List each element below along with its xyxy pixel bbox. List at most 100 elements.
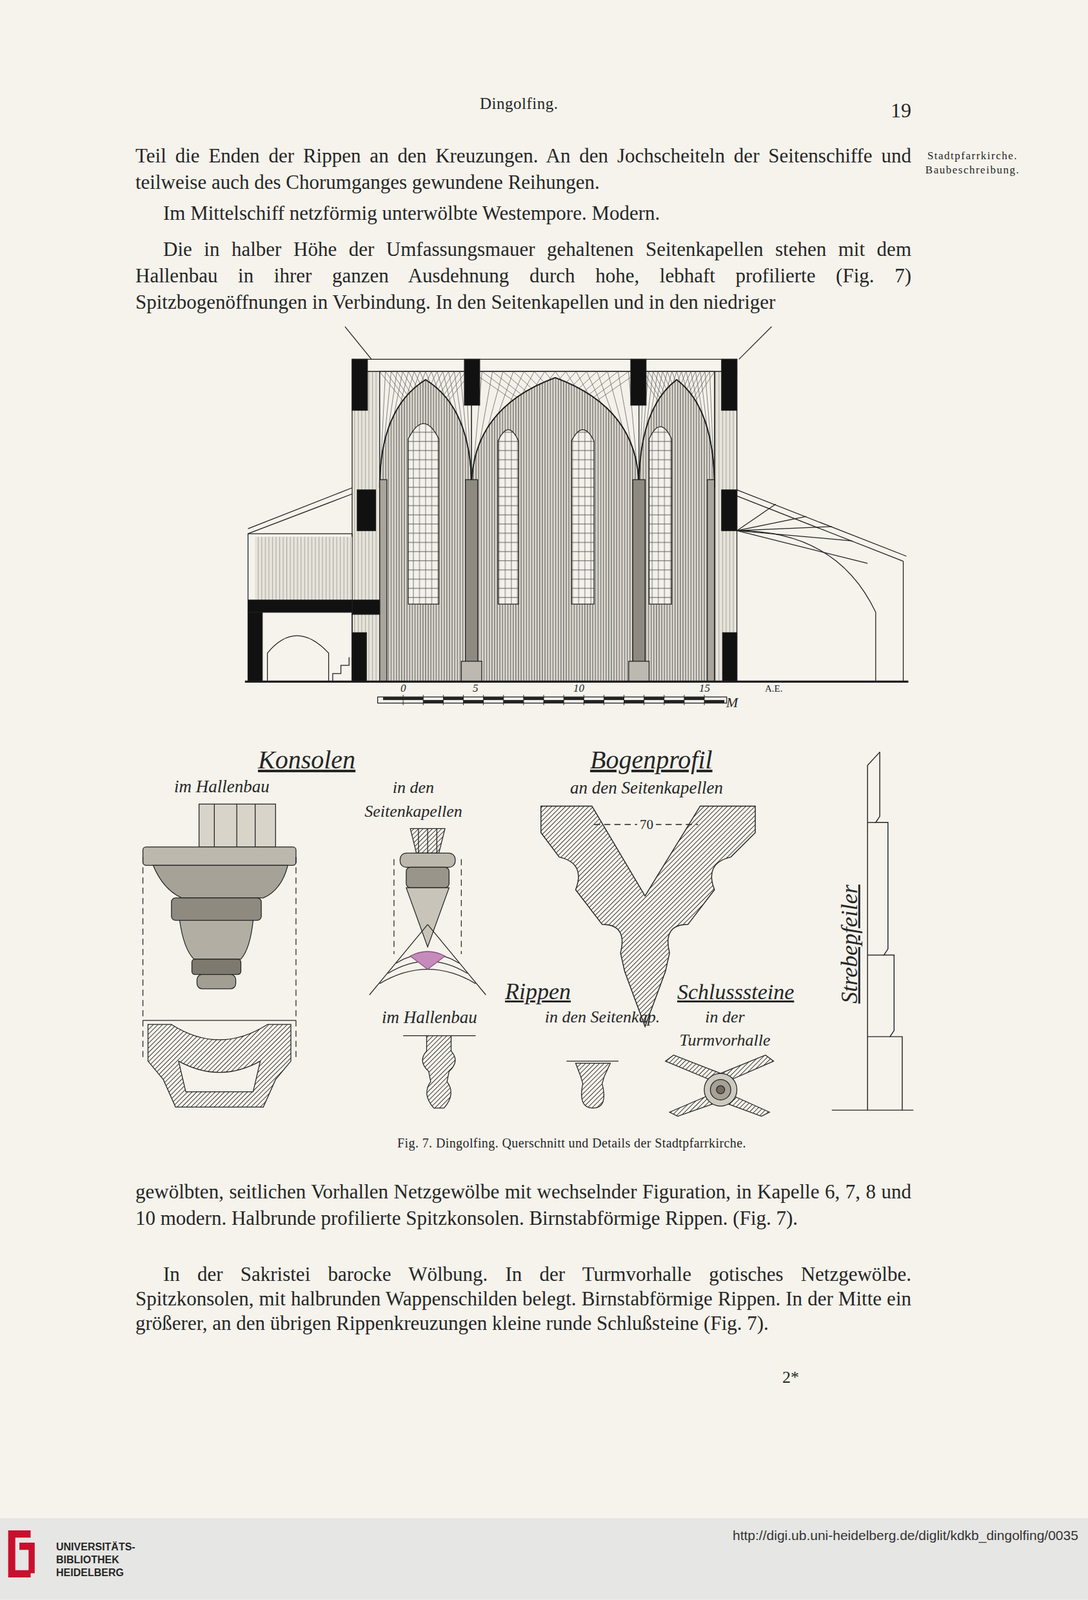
buttress-elevation-part: [867, 822, 876, 823]
corbel-hall-part: [143, 1020, 297, 1021]
scale-bar-part: [483, 697, 504, 701]
church-cross-section-part: [248, 494, 353, 535]
church-cross-section: [245, 326, 909, 706]
vault-ribs-part-part: [471, 371, 629, 488]
church-cross-section-part: [357, 490, 376, 531]
scale-bar-part: [462, 695, 464, 706]
scale-bar-part: [523, 695, 525, 706]
library-logo-part: [19, 1543, 35, 1574]
scale-bar-part: [442, 695, 444, 706]
buttress-elevation-part: [867, 1036, 891, 1038]
corbel-chapel-part: [461, 859, 462, 955]
scale-bar-part: [643, 695, 645, 706]
corbel-chapel-part: [417, 828, 419, 854]
corbel-chapel-part: [379, 969, 476, 985]
corbel-chapel-part: [399, 853, 455, 868]
buttress-elevation-part: [875, 752, 903, 1111]
corbel-chapel-part: [406, 888, 449, 948]
scale-bar-part: [443, 697, 464, 701]
church-cross-section-part: [379, 371, 715, 682]
scale-bar-part: [644, 697, 665, 701]
vault-ribs-part-part: [471, 371, 640, 488]
vault-ribs-part-part: [471, 371, 640, 488]
keystone-drawing: [665, 1055, 774, 1118]
corbel-hall-part: [196, 975, 236, 990]
corbel-hall-part: [147, 1024, 291, 1108]
scale-bar-part: [483, 695, 485, 706]
vault-ribs-part-part: [379, 371, 404, 488]
scale-bar-part: [523, 697, 544, 701]
church-cross-section-part: [248, 600, 353, 613]
church-cross-section-part: [721, 490, 738, 531]
corbel-hall-part: [254, 804, 256, 847]
detail-label: in den Seitenkap.: [544, 1006, 661, 1030]
keystone-drawing-part: [716, 1086, 725, 1095]
page-number: 19: [890, 97, 912, 124]
scale-bar-part: [683, 695, 685, 706]
scale-bar: [383, 695, 725, 706]
corbel-hall: [143, 804, 297, 1108]
church-cross-section-part: [902, 561, 904, 683]
scale-bar-part: [423, 700, 444, 704]
church-cross-section-part: [707, 479, 715, 682]
scale-bar-part: [503, 695, 505, 706]
figure-caption: Fig. 7. Dingolfing. Querschnitt und Deta…: [397, 1135, 747, 1152]
body-paragraph: Teil die Enden der Rippen an den Kreuzun…: [135, 142, 912, 196]
detail-heading: Konsolen: [257, 744, 356, 777]
body-paragraph: gewölbten, seitlichen Vorhallen Netzgewö…: [135, 1178, 912, 1232]
church-cross-section-part: [628, 661, 650, 683]
body-paragraph: Im Mittelschiff netzförmig unterwölbte W…: [135, 199, 912, 227]
rib-profile-chapel-part: [566, 1061, 619, 1063]
church-cross-section-part: [471, 377, 640, 489]
vault-ribs-part-part: [690, 371, 715, 488]
detail-label: im Hallenbau: [381, 1006, 478, 1029]
church-cross-section-part: [345, 326, 372, 360]
church-cross-section-part: [464, 359, 480, 406]
detail-heading: Rippen: [504, 977, 571, 1007]
scale-bar-part: [583, 700, 604, 704]
scale-bar-part: [543, 700, 564, 704]
corbel-chapel-part: [406, 867, 449, 889]
church-cross-section-part: [497, 430, 519, 605]
source-url: http://digi.ub.uni-heidelberg.de/diglit/…: [732, 1527, 1079, 1545]
scale-number: 5: [472, 681, 479, 696]
church-cross-section-part: [267, 635, 329, 682]
scale-bar-part: [663, 695, 665, 706]
library-logo: [8, 1531, 35, 1579]
scale-number: 10: [573, 681, 585, 696]
church-cross-section-part: [461, 661, 482, 683]
vault-ribs-part-part: [471, 371, 576, 488]
scale-number: 0: [400, 681, 407, 696]
scale-bar-part: [563, 695, 565, 706]
body-paragraph: Die in halber Höhe der Umfassungsmauer g…: [135, 236, 912, 316]
church-cross-section-part: [324, 657, 349, 682]
corbel-chapel-part: [410, 951, 446, 970]
vault-ribs-part-part: [379, 371, 392, 488]
corbel-hall-part: [295, 857, 297, 1063]
scale-bar-part: [684, 697, 705, 701]
scale-bar-part: [503, 700, 524, 704]
church-cross-section-part: [632, 479, 645, 682]
church-cross-section-part: [248, 612, 263, 683]
church-cross-section-part: [737, 504, 776, 531]
vault-ribs-part-part: [379, 371, 409, 488]
corbel-hall-part: [152, 865, 288, 899]
corbel-hall-part: [236, 804, 238, 847]
scale-bar-part: [703, 695, 705, 706]
footer-band: [0, 1518, 1088, 1600]
church-cross-section-part: [408, 423, 439, 605]
scale-bar-part: [583, 695, 585, 706]
corbel-hall-part: [199, 804, 277, 847]
scale-bar-part: [402, 695, 404, 706]
scale-unit: M: [726, 693, 738, 713]
scale-bar-part: [543, 695, 545, 706]
draftsman-initials: A.E.: [764, 682, 783, 696]
church-cross-section-part: [248, 488, 353, 529]
corbel-chapel-part: [410, 828, 446, 854]
corbel-chapel: [369, 828, 486, 996]
corbel-chapel-part: [436, 828, 438, 854]
scale-bar-part: [463, 700, 484, 704]
church-cross-section-part: [248, 534, 353, 682]
corbel-hall-part: [171, 898, 262, 921]
church-cross-section-part: [465, 479, 478, 682]
